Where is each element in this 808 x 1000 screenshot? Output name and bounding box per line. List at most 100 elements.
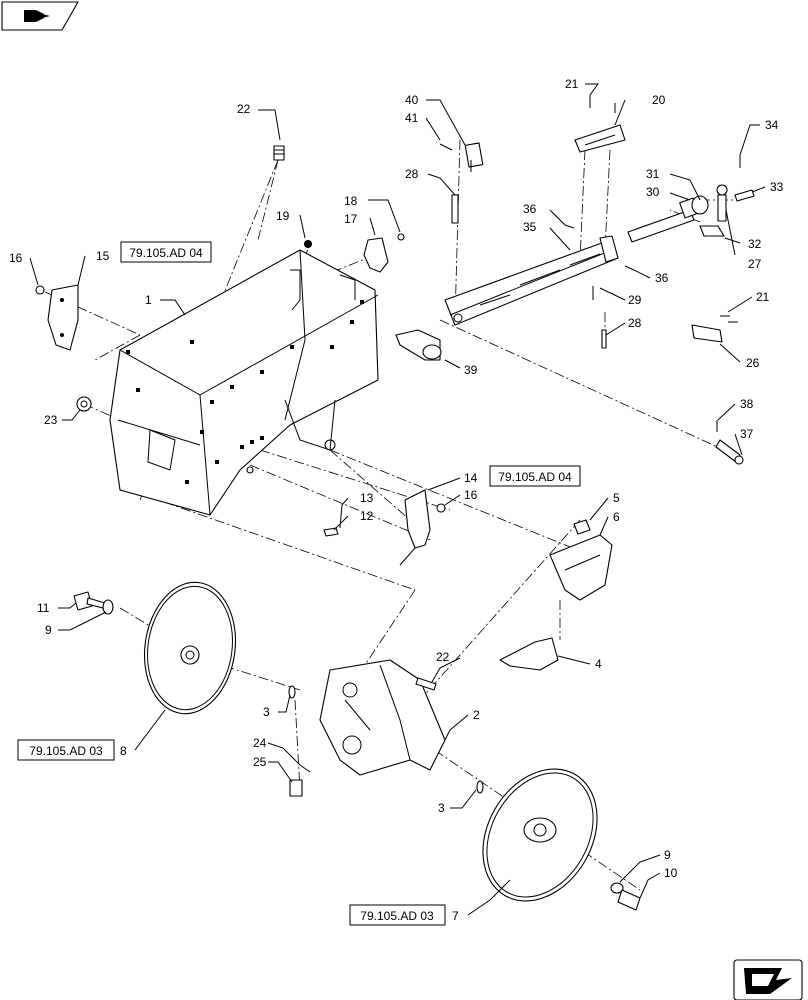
part-9-washer-left xyxy=(102,599,114,615)
callout: 18 xyxy=(344,194,358,208)
part-25-bolt xyxy=(289,779,303,797)
callout: 35 xyxy=(523,220,537,234)
callout: 28 xyxy=(405,167,419,181)
callout: 25 xyxy=(253,755,267,769)
part-35-bar xyxy=(444,235,619,326)
callout: 23 xyxy=(44,413,58,427)
callout: 6 xyxy=(613,510,620,524)
callout: 3 xyxy=(438,801,445,815)
callout: 2 xyxy=(473,708,480,722)
callout: 26 xyxy=(746,356,760,370)
callout: 30 xyxy=(646,185,660,199)
part-6-guard xyxy=(549,534,613,601)
part-22-bolt-top xyxy=(273,145,285,161)
part-2-hub-mount xyxy=(319,659,446,776)
part-41-screw xyxy=(439,143,453,151)
part-21-screws-right xyxy=(720,315,738,323)
part-33-bolt xyxy=(734,189,755,202)
leader-lines xyxy=(29,83,766,916)
part-14-bracket xyxy=(399,489,431,566)
reference-label: 79.105.AD 03 xyxy=(360,909,434,923)
callout: 9 xyxy=(45,623,52,637)
part-40-pin xyxy=(464,142,484,172)
callout: 1 xyxy=(145,293,152,307)
callout: 3 xyxy=(263,705,270,719)
callout: 7 xyxy=(452,909,459,923)
reference-box-3[interactable]: 79.105.AD 03 xyxy=(17,739,115,761)
callout: 36 xyxy=(655,271,669,285)
callout: 39 xyxy=(464,363,478,377)
callout: 31 xyxy=(646,167,660,181)
callout: 9 xyxy=(664,848,671,862)
part-32-pin xyxy=(716,184,728,222)
callout: 24 xyxy=(253,736,267,750)
callout: 4 xyxy=(595,657,602,671)
part-24-screw xyxy=(299,764,311,773)
part-36-screws xyxy=(564,224,635,271)
reference-box-1[interactable]: 79.105.AD 04 xyxy=(120,241,212,263)
part-22-bolt-mid xyxy=(415,677,437,691)
part-26-plate xyxy=(691,324,723,343)
callout: 33 xyxy=(770,180,784,194)
part-8-disc xyxy=(143,581,237,715)
part-28-pin-lower xyxy=(601,329,607,349)
book-arrow-icon[interactable] xyxy=(1,1,79,31)
part-39-handle xyxy=(395,329,442,361)
part-16-nut-left xyxy=(35,285,45,295)
part-19-nut xyxy=(304,240,312,248)
part-23-washer xyxy=(76,396,92,412)
callout: 12 xyxy=(360,509,374,523)
callout: 22 xyxy=(436,650,450,664)
reference-label: 79.105.AD 03 xyxy=(29,744,103,758)
callout: 17 xyxy=(344,212,358,226)
callout: 28 xyxy=(628,316,642,330)
part-3-washer-left xyxy=(288,685,296,699)
part-21-screws-top xyxy=(589,95,616,113)
callout: 16 xyxy=(464,488,478,502)
callout: 40 xyxy=(405,93,419,107)
part-15-bracket xyxy=(47,284,79,351)
next-page-arrow-icon[interactable] xyxy=(733,959,803,1000)
part-16-nut-mid xyxy=(436,503,446,513)
part-30-shaft xyxy=(627,197,699,243)
part-10-bolt xyxy=(617,889,641,911)
part-17-latch xyxy=(363,233,405,273)
part-27-clip xyxy=(699,225,725,237)
callout: 13 xyxy=(360,491,374,505)
callout: 10 xyxy=(664,866,678,880)
reference-label: 79.105.AD 04 xyxy=(498,470,572,484)
reference-box-2[interactable]: 79.105.AD 04 xyxy=(489,465,581,487)
part-11-bolt xyxy=(73,591,106,611)
callout: 21 xyxy=(756,290,770,304)
callout: 27 xyxy=(748,257,762,271)
part-20-plate xyxy=(574,124,626,153)
callout: 22 xyxy=(237,102,251,116)
part-13-bolt-small xyxy=(246,466,254,474)
part-4-scraper xyxy=(499,637,559,671)
callout: 32 xyxy=(748,237,762,251)
part-3-washer-right xyxy=(476,780,484,794)
part-31-bushing xyxy=(691,195,709,215)
callout: 36 xyxy=(523,202,537,216)
callout: 34 xyxy=(765,118,779,132)
part-5-bolt xyxy=(573,519,591,535)
callout: 20 xyxy=(652,93,666,107)
part-12-bolt xyxy=(323,527,339,537)
part-7-disc xyxy=(482,768,598,902)
callout: 11 xyxy=(37,601,50,615)
callout: 14 xyxy=(464,471,478,485)
callout: 5 xyxy=(613,491,620,505)
part-28-pin-upper xyxy=(451,194,459,224)
callout: 29 xyxy=(628,293,642,307)
callout: 38 xyxy=(740,397,754,411)
part-37-pin xyxy=(715,439,744,465)
reference-label: 79.105.AD 04 xyxy=(129,246,203,260)
reference-box-4[interactable]: 79.105.AD 03 xyxy=(349,904,446,926)
callout: 21 xyxy=(565,77,579,91)
callout: 41 xyxy=(405,111,419,125)
callout-numbers: 22 19 18 17 1 15 16 23 40 41 28 21 20 36… xyxy=(9,77,784,923)
callout: 19 xyxy=(276,209,290,223)
part-1-main-frame xyxy=(109,249,379,516)
part-9-washer-right xyxy=(610,882,624,894)
callout: 8 xyxy=(120,744,127,758)
